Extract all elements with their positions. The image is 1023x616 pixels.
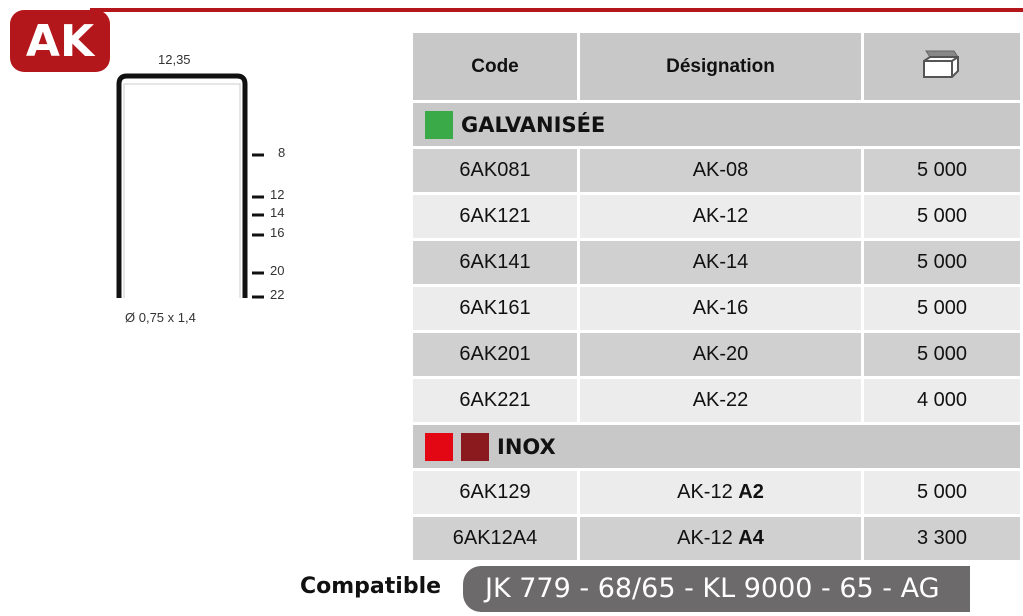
section-row: INOX [410, 422, 1023, 471]
product-table: Code Désignation GALVANISÉE 6AK081 AK-08 5 … [410, 30, 1023, 563]
cell-code: 6AK201 [410, 330, 580, 379]
cell-designation: AK-12 A4 [577, 514, 864, 563]
cell-code: 6AK121 [410, 192, 580, 241]
header-quantity [861, 30, 1023, 103]
cell-code: 6AK221 [410, 376, 580, 425]
cell-designation: AK-20 [577, 330, 864, 379]
table-row: 6AK221 AK-22 4 000 [410, 376, 1023, 425]
staple-drawing [116, 73, 264, 299]
designation-text: AK-20 [692, 343, 749, 365]
table-row: 6AK121 AK-12 5 000 [410, 192, 1023, 241]
cell-quantity: 3 300 [861, 514, 1023, 563]
cell-quantity: 5 000 [861, 192, 1023, 241]
length-label: 22 [270, 287, 285, 302]
section-row: GALVANISÉE [410, 100, 1023, 149]
length-label: 20 [270, 263, 285, 278]
designation-text: AK-12 [677, 481, 739, 503]
cell-quantity: 5 000 [861, 146, 1023, 195]
cell-designation: AK-12 A2 [577, 468, 864, 517]
product-badge: AK [10, 10, 110, 72]
table-row: 6AK201 AK-20 5 000 [410, 330, 1023, 379]
color-swatch [425, 432, 453, 461]
cell-quantity: 5 000 [861, 284, 1023, 333]
section-name: GALVANISÉE [461, 112, 606, 137]
staple-diagram: 12,35 Ø 0,75 x 1,4 8 12 14 16 20 22 [100, 40, 320, 340]
table-row: 6AK141 AK-14 5 000 [410, 238, 1023, 287]
section-label: Ø 0,75 x 1,4 [125, 310, 196, 325]
length-label: 8 [278, 145, 286, 160]
color-swatch [461, 432, 489, 461]
cell-designation: AK-22 [577, 376, 864, 425]
cell-designation: AK-14 [577, 238, 864, 287]
cell-code: 6AK12A4 [410, 514, 580, 563]
cell-quantity: 4 000 [861, 376, 1023, 425]
designation-text: AK-22 [692, 389, 749, 411]
width-label: 12,35 [158, 52, 191, 67]
length-label: 12 [270, 187, 285, 202]
cell-designation: AK-08 [577, 146, 864, 195]
box-icon [923, 50, 959, 78]
cell-code: 6AK141 [410, 238, 580, 287]
cell-quantity: 5 000 [861, 330, 1023, 379]
designation-text: AK-08 [692, 159, 749, 181]
cell-code: 6AK161 [410, 284, 580, 333]
length-label: 14 [270, 205, 285, 220]
designation-text: AK-12 [692, 205, 749, 227]
cell-quantity: 5 000 [861, 468, 1023, 517]
cell-quantity: 5 000 [861, 238, 1023, 287]
designation-text: AK-16 [692, 297, 749, 319]
designation-grade: A4 [738, 527, 764, 549]
table-row: 6AK081 AK-08 5 000 [410, 146, 1023, 195]
cell-code: 6AK081 [410, 146, 580, 195]
cell-designation: AK-16 [577, 284, 864, 333]
header-code: Code [410, 30, 580, 103]
table-row: 6AK161 AK-16 5 000 [410, 284, 1023, 333]
designation-text: AK-12 [677, 527, 739, 549]
compatible-tools: JK 779 - 68/65 - KL 9000 - 65 - AG [463, 566, 970, 612]
section-name: INOX [497, 434, 556, 459]
designation-grade: A2 [738, 481, 764, 503]
compatible-label: Compatible [300, 574, 442, 599]
cell-code: 6AK129 [410, 468, 580, 517]
length-label: 16 [270, 225, 285, 240]
color-swatch [425, 110, 453, 139]
header-designation: Désignation [577, 30, 864, 103]
header-rule [90, 8, 1023, 12]
cell-designation: AK-12 [577, 192, 864, 241]
designation-text: AK-14 [692, 251, 749, 273]
